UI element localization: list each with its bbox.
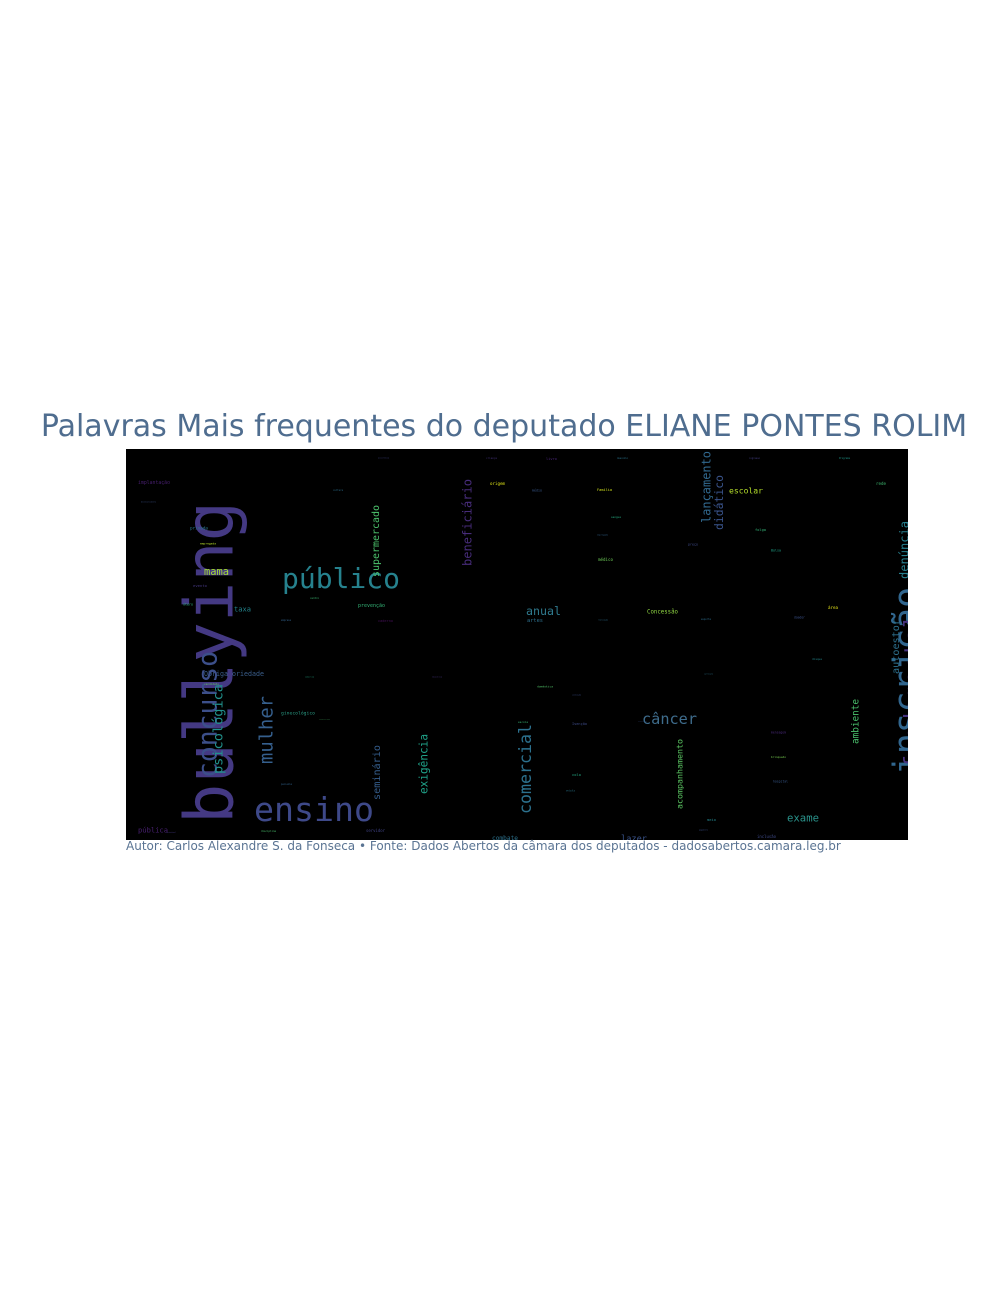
cloud-word: artes	[527, 618, 543, 624]
cloud-word: servidor	[366, 828, 386, 833]
cloud-word: implantação	[138, 480, 170, 486]
cloud-word: concurso	[194, 651, 224, 778]
cloud-word: esporte	[701, 618, 712, 621]
cloud-word: fundamental	[898, 614, 908, 769]
cloud-word: evento	[193, 583, 208, 588]
cloud-word: público	[282, 562, 400, 595]
cloud-word: candidato	[204, 682, 219, 686]
cloud-word: privada	[190, 525, 208, 531]
cloud-word: disponibilidade	[319, 719, 330, 721]
cloud-word: colo	[572, 773, 581, 777]
cloud-word: exibição	[572, 694, 581, 697]
cloud-word: exame	[787, 811, 819, 824]
cloud-word: mama	[204, 566, 229, 578]
cloud-word: caderno	[378, 619, 393, 623]
cloud-word: preço	[688, 543, 698, 547]
cloud-word: supermercado	[371, 505, 382, 577]
cloud-word: criança	[486, 456, 497, 460]
cloud-word: empresa	[281, 619, 292, 622]
chart-title: Palavras Mais frequentes do deputado ELI…	[40, 409, 968, 444]
cloud-word: prevenção	[358, 603, 385, 609]
cloud-word: lançamento	[699, 451, 713, 523]
cloud-word: inscrição	[887, 587, 908, 775]
cloud-word: mensagem	[771, 730, 786, 734]
cloud-word: desconto	[617, 457, 629, 460]
cloud-word: didático	[712, 475, 726, 530]
cloud-word: câncer	[642, 710, 697, 728]
cloud-word: veículo	[566, 790, 576, 793]
cloud-word: ambiente	[850, 699, 861, 744]
cloud-word: autoestor	[891, 619, 902, 674]
cloud-word: pública	[138, 826, 168, 835]
cloud-word: sangue	[611, 515, 621, 519]
cloud-word: beneficiário	[460, 479, 474, 566]
cloud-word: meio	[707, 818, 716, 822]
cloud-word: paciente	[281, 783, 293, 786]
cloud-word: assistência	[378, 456, 389, 459]
cloud-word: psicológica	[211, 684, 227, 774]
cloud-word: currículo	[704, 672, 713, 675]
cloud-word: pagamento	[699, 828, 708, 831]
cloud-word: acompanhamento	[675, 739, 685, 809]
credit-caption: Autor: Carlos Alexandre S. da Fonseca • …	[126, 839, 841, 853]
cloud-word: bullying	[170, 501, 248, 824]
cloud-word: cultura	[333, 489, 344, 492]
cloud-word: combate	[492, 835, 518, 840]
cloud-word: desenvolvimento	[141, 500, 156, 503]
cloud-word: anual	[526, 604, 561, 618]
cloud-word: folga	[755, 528, 766, 532]
cloud-word: Obrigatoriedade	[204, 670, 264, 678]
cloud-word: médio	[532, 489, 542, 493]
cloud-word: Concessão	[647, 610, 679, 616]
cloud-word: disciplina	[261, 829, 276, 833]
cloud-word: denúncia	[897, 521, 908, 579]
cloud-word: Programa	[839, 457, 851, 460]
cloud-word: ingresso	[749, 457, 761, 460]
cloud-word: origem	[490, 481, 505, 486]
cloud-word: disque	[812, 657, 822, 661]
cloud-word: mulher	[257, 696, 278, 764]
cloud-word: empregada	[200, 541, 216, 545]
cloud-word: empregado	[597, 535, 609, 537]
cloud-word: hospital	[773, 779, 788, 783]
cloud-word: Família	[597, 488, 612, 492]
cloud-word: Bolsa	[771, 549, 781, 553]
cloud-word: ginecológico	[281, 710, 315, 717]
cloud-word: seminário	[371, 745, 383, 800]
cloud-word: útero	[183, 603, 193, 607]
cloud-word: escola	[518, 720, 528, 724]
cloud-word: área	[828, 605, 838, 610]
cloud-word: livro	[546, 457, 557, 461]
cloud-word: educativa	[432, 675, 442, 678]
cloud-word: Isenção	[572, 722, 587, 726]
cloud-word: escolar	[729, 486, 763, 495]
cloud-word: estabelecimento	[638, 720, 647, 723]
cloud-word: exigência	[418, 734, 431, 794]
cloud-word: comércio	[305, 676, 314, 679]
cloud-word: comercial	[516, 724, 535, 814]
cloud-word: realização	[598, 618, 608, 621]
cloud-word: doador	[794, 615, 805, 619]
cloud-word: ensino	[254, 790, 374, 829]
cloud-word: inclusão	[757, 834, 777, 839]
cloud-word: lazer	[621, 835, 647, 840]
cloud-word: centro	[310, 596, 319, 600]
cloud-word: rede	[876, 481, 886, 486]
cloud-word: taxa	[234, 605, 251, 614]
cloud-word: doméstica	[537, 684, 553, 688]
cloud-word: médico	[598, 557, 613, 562]
cloud-word: sustentável	[166, 831, 176, 834]
cloud-word: brinquedo	[771, 755, 786, 759]
